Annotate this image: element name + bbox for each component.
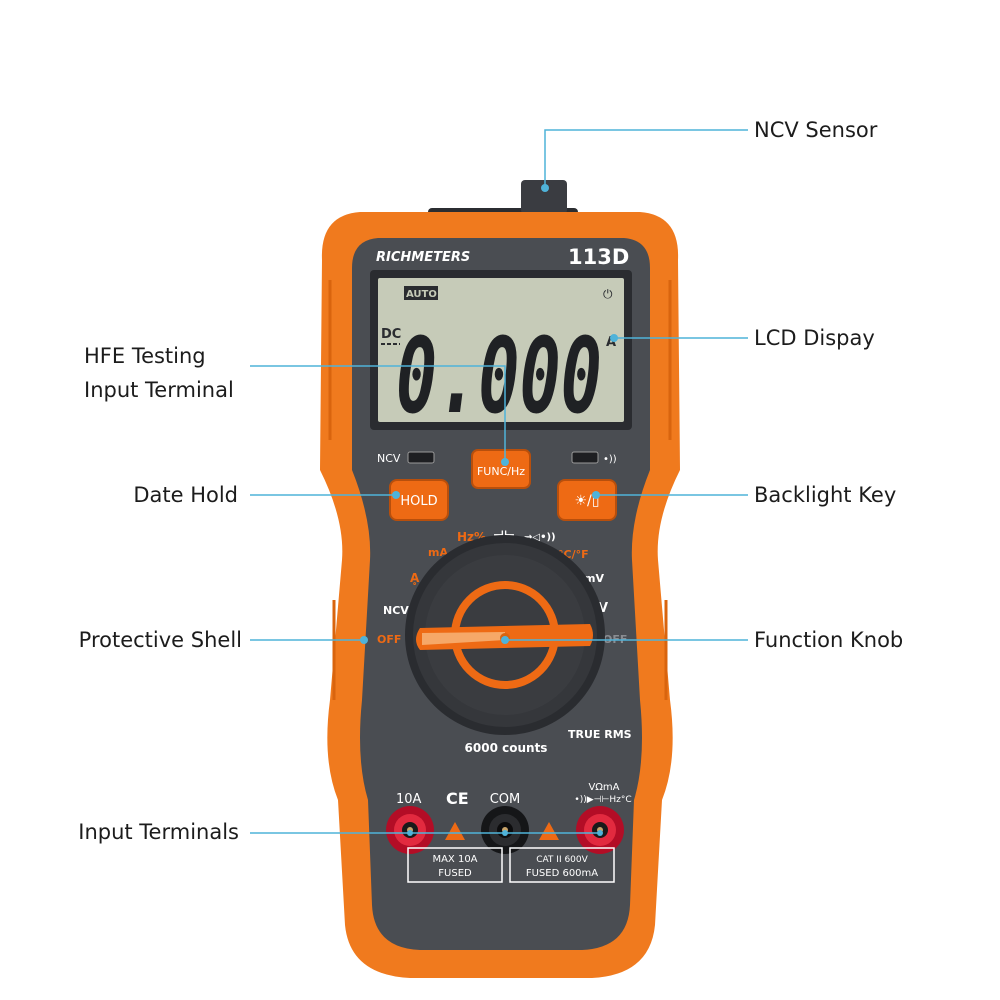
dial-volts: V xyxy=(598,601,608,616)
callout-line-hfe xyxy=(250,365,506,462)
warning-icon-right xyxy=(539,822,559,840)
terminal-10a-label: 10A xyxy=(396,792,422,807)
brand-logo: RICHMETERS xyxy=(376,250,470,265)
callout-dots xyxy=(360,184,618,836)
rating-left-line2: FUSED xyxy=(438,868,472,879)
rating-box-right xyxy=(509,847,615,883)
rating-left-line1: MAX 10A xyxy=(432,854,477,865)
dial-diode-continuity: →◁•)) xyxy=(524,532,556,543)
ce-mark: CE xyxy=(446,789,469,808)
ncv-indicator-label: NCV xyxy=(377,452,401,465)
true-rms-label: TRUE RMS xyxy=(568,728,632,741)
rating-right-line1: CAT II 600V xyxy=(536,855,588,865)
lcd-screen xyxy=(378,278,624,422)
callout-hfe-line2: Input Terminal xyxy=(84,378,234,402)
dial-off-left: OFF xyxy=(377,633,401,646)
dial-labels: OFF NCV Ḁ mA Hz% ⊣⊢ →◁•)) °C/°F mV V OFF xyxy=(377,528,627,646)
shell-ridges xyxy=(328,280,672,700)
callout-backlight-key: Backlight Key xyxy=(754,483,897,507)
callout-lcd-display: LCD Dispay xyxy=(754,326,875,350)
ncv-led xyxy=(407,451,435,464)
lcd-power-icon: ⏻ xyxy=(603,287,613,301)
rating-box-left xyxy=(407,847,503,883)
callout-function-knob: Function Knob xyxy=(754,628,904,652)
counts-label: 6000 counts xyxy=(465,741,548,755)
terminal-vohm-label-bottom: •))▶⊣⊢Hz°C xyxy=(574,795,631,805)
dial-ncv: NCV xyxy=(383,604,409,617)
lcd-unit: A xyxy=(606,335,616,350)
callout-date-hold: Date Hold xyxy=(133,483,238,507)
terminal-vohm-label-top: VΩmA xyxy=(588,782,619,793)
lcd-auto-indicator: AUTO xyxy=(406,289,437,300)
callout-line-ncv xyxy=(544,129,748,188)
callout-lines xyxy=(250,129,748,834)
lcd-dc-indicator: DC xyxy=(381,327,401,342)
buzzer-led xyxy=(571,451,599,464)
dial-milliamps: mA xyxy=(428,546,448,559)
callout-ncv-sensor: NCV Sensor xyxy=(754,118,878,142)
func-hz-button-label: FUNC/Hz xyxy=(477,465,525,478)
rating-right-line2: FUSED 600mA xyxy=(526,868,598,879)
hold-button-label: HOLD xyxy=(400,494,437,509)
callout-hfe-line1: HFE Testing xyxy=(84,344,206,368)
hold-button[interactable]: HOLD xyxy=(389,479,449,521)
dial-amps: Ḁ xyxy=(410,571,420,585)
lcd-auto-bg xyxy=(404,286,438,300)
lcd-reading: 0.000 xyxy=(396,315,602,437)
warning-icon-left xyxy=(445,822,465,840)
backlight-button[interactable]: ☀/▯ xyxy=(557,479,617,521)
callout-input-terminals: Input Terminals xyxy=(78,820,239,844)
ncv-sensor-tip xyxy=(521,180,567,214)
model-number: 113D xyxy=(568,245,629,269)
buzzer-indicator-icon: •)) xyxy=(603,454,617,465)
func-hz-button[interactable]: FUNC/Hz xyxy=(471,449,531,489)
callout-protective-shell: Protective Shell xyxy=(78,628,242,652)
terminal-com-label: COM xyxy=(490,792,521,807)
